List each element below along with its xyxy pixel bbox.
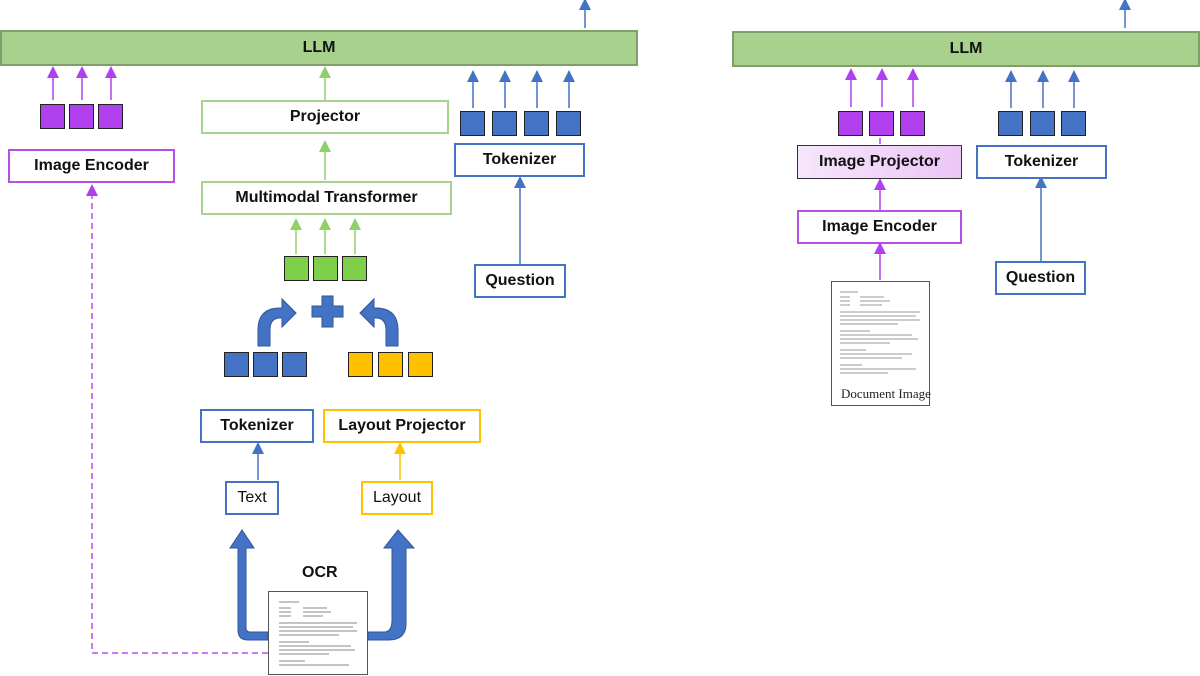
question-token bbox=[1030, 111, 1055, 136]
llm-box-right: LLM bbox=[732, 31, 1200, 67]
image-token bbox=[900, 111, 925, 136]
ocr-arrow-to-layout bbox=[367, 529, 416, 641]
ocr-label: OCR bbox=[302, 564, 338, 581]
question-token bbox=[556, 111, 581, 136]
text-input-box: Text bbox=[225, 481, 279, 515]
document-image-thumbnail: Document Image bbox=[831, 281, 931, 406]
ocr-arrow-to-text bbox=[229, 529, 269, 641]
document-lines bbox=[279, 601, 357, 666]
image-token bbox=[869, 111, 894, 136]
question-token bbox=[524, 111, 549, 136]
projector-box: Projector bbox=[201, 100, 449, 134]
llm-box-left: LLM bbox=[0, 30, 638, 66]
question-box: Question bbox=[474, 264, 566, 298]
image-encoder-box: Image Encoder bbox=[8, 149, 175, 183]
text-tokenizer-box: Tokenizer bbox=[200, 409, 314, 443]
question-token bbox=[492, 111, 517, 136]
layout-projector-box: Layout Projector bbox=[323, 409, 481, 443]
fused-token bbox=[284, 256, 309, 281]
question-box: Question bbox=[995, 261, 1086, 295]
image-token bbox=[98, 104, 123, 129]
curved-arrow-right bbox=[359, 297, 399, 347]
question-token bbox=[1061, 111, 1086, 136]
document-lines bbox=[840, 291, 920, 374]
layout-token bbox=[378, 352, 403, 377]
layout-token bbox=[348, 352, 373, 377]
image-token bbox=[838, 111, 863, 136]
ocr-document-thumbnail bbox=[268, 591, 368, 675]
tokenizer-box: Tokenizer bbox=[454, 143, 585, 177]
document-image-caption: Document Image bbox=[841, 386, 931, 401]
layout-input-box: Layout bbox=[361, 481, 433, 515]
text-token bbox=[282, 352, 307, 377]
ocr-image-dashed-connector bbox=[86, 184, 268, 654]
image-projector-box: Image Projector bbox=[797, 145, 962, 179]
text-token bbox=[253, 352, 278, 377]
text-token bbox=[224, 352, 249, 377]
tokenizer-box: Tokenizer bbox=[976, 145, 1107, 179]
image-token bbox=[69, 104, 94, 129]
layout-token bbox=[408, 352, 433, 377]
plus-icon bbox=[311, 295, 344, 328]
curved-arrow-left bbox=[257, 297, 297, 347]
image-token bbox=[40, 104, 65, 129]
fused-token bbox=[342, 256, 367, 281]
multimodal-transformer-box: Multimodal Transformer bbox=[201, 181, 452, 215]
image-encoder-box: Image Encoder bbox=[797, 210, 962, 244]
question-token bbox=[460, 111, 485, 136]
fused-token bbox=[313, 256, 338, 281]
question-token bbox=[998, 111, 1023, 136]
